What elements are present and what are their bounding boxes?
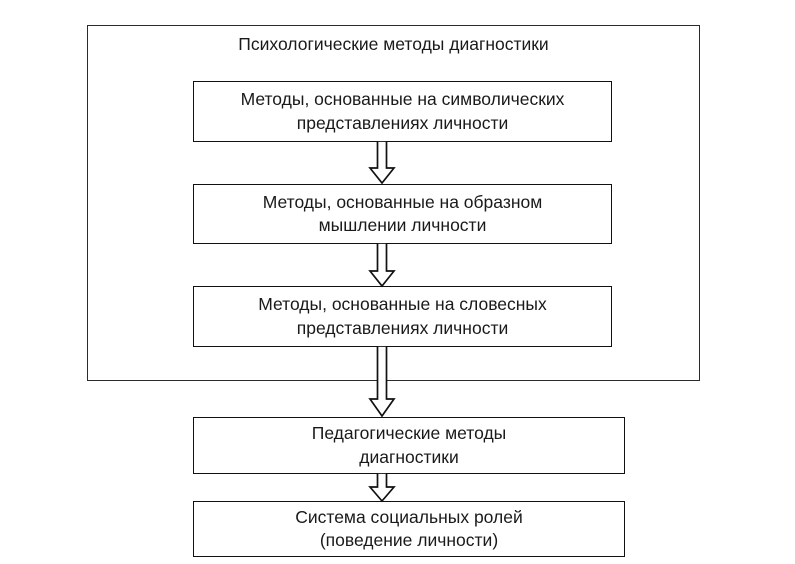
node-imagery-methods-label: Методы, основанные на образном мышлении … <box>262 191 543 235</box>
node-pedagogical-methods-label: Педагогические методы диагностики <box>311 423 507 467</box>
node-verbal-methods-label: Методы, основанные на словесных представ… <box>258 294 547 338</box>
node-social-roles-label: Система социальных ролей (поведение личн… <box>295 506 523 550</box>
node-symbolic-methods-label: Методы, основанные на символических пред… <box>240 89 565 133</box>
node-verbal-methods[interactable]: Методы, основанные на словесных представ… <box>193 286 612 347</box>
arrow-pedagogical-to-social-roles <box>366 473 398 503</box>
node-symbolic-methods[interactable]: Методы, основанные на символических пред… <box>193 81 612 142</box>
node-imagery-methods[interactable]: Методы, основанные на образном мышлении … <box>193 184 612 244</box>
node-pedagogical-methods[interactable]: Педагогические методы диагностики <box>193 417 625 474</box>
group-title: Психологические методы диагностики <box>238 34 549 54</box>
node-social-roles[interactable]: Система социальных ролей (поведение личн… <box>193 501 625 557</box>
